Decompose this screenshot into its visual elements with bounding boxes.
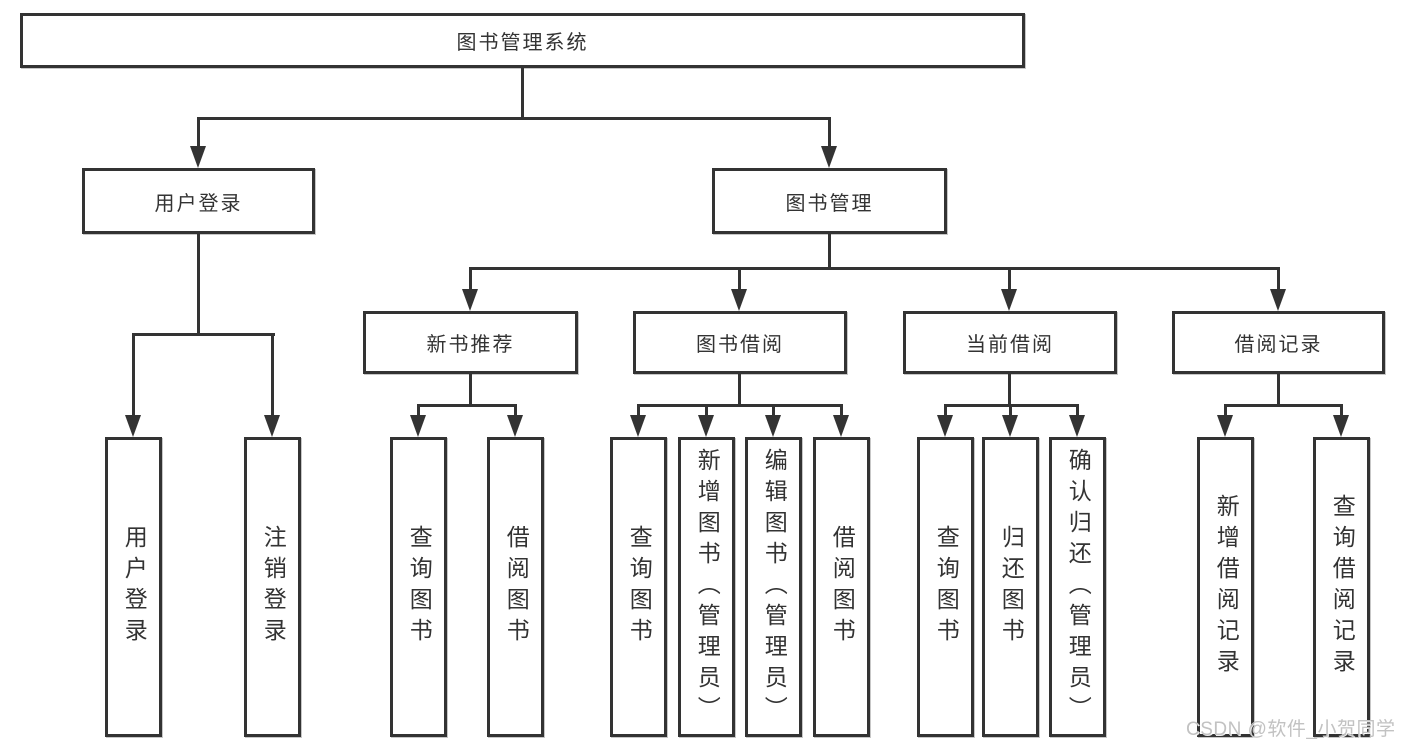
connector-line: [1224, 406, 1227, 415]
leaf-label: 新增借阅记录: [1213, 494, 1240, 680]
connector-line: [1076, 406, 1079, 415]
leaf-logout: 注销登录: [244, 437, 301, 737]
arrow-down-icon: [264, 415, 280, 437]
node-book-borrow: 图书借阅: [633, 311, 847, 374]
arrow-down-icon: [937, 415, 953, 437]
leaf-label: 借阅图书: [829, 525, 856, 649]
arrow-down-icon: [507, 415, 523, 437]
arrow-down-icon: [1217, 415, 1233, 437]
arrow-down-icon: [190, 146, 206, 168]
connector-line: [738, 269, 741, 289]
leaf-label: 用户登录: [121, 525, 148, 649]
connector-line: [1277, 269, 1280, 289]
connector-line: [417, 406, 420, 415]
node-label: 图书管理系统: [456, 32, 589, 54]
arrow-down-icon: [821, 146, 837, 168]
leaf-confirm-return-admin: 确认归还（管理员）: [1049, 437, 1106, 737]
leaf-label: 查询借阅记录: [1329, 494, 1356, 680]
connector-line: [944, 404, 1079, 407]
leaf-query-borrow-record: 查询借阅记录: [1313, 437, 1370, 737]
leaf-add-books-admin: 新增图书（管理员）: [678, 437, 735, 737]
connector-line: [637, 404, 843, 407]
connector-line: [514, 406, 517, 415]
arrow-down-icon: [410, 415, 426, 437]
arrow-down-icon: [462, 289, 478, 311]
connector-line: [1008, 269, 1011, 289]
node-label: 当前借阅: [966, 334, 1054, 356]
leaf-label: 注销登录: [260, 525, 287, 649]
leaf-borrow-books: 借阅图书: [813, 437, 870, 737]
connector-line: [1008, 374, 1011, 406]
connector-line: [1009, 406, 1012, 415]
connector-line: [637, 406, 640, 415]
connector-line: [705, 406, 708, 415]
node-label: 图书借阅: [696, 334, 784, 356]
node-library-system: 图书管理系统: [20, 13, 1025, 68]
connector-line: [738, 374, 741, 406]
leaf-query-books-borrow: 查询图书: [610, 437, 667, 737]
connector-line: [197, 234, 200, 335]
leaf-add-borrow-record: 新增借阅记录: [1197, 437, 1254, 737]
connector-line: [132, 333, 275, 336]
arrow-down-icon: [630, 415, 646, 437]
node-label: 借阅记录: [1234, 334, 1323, 356]
connector-line: [417, 404, 517, 407]
leaf-label: 查询图书: [626, 525, 653, 649]
arrow-down-icon: [698, 415, 714, 437]
arrow-down-icon: [833, 415, 849, 437]
arrow-down-icon: [125, 415, 141, 437]
connector-line: [197, 118, 200, 148]
watermark: CSDN @软件_小贺同学: [1186, 719, 1396, 740]
arrow-down-icon: [765, 415, 781, 437]
connector-line: [828, 234, 831, 269]
connector-line: [469, 267, 1280, 270]
arrow-down-icon: [1333, 415, 1349, 437]
connector-line: [521, 68, 524, 119]
node-label: 用户登录: [154, 192, 243, 215]
node-borrow-records: 借阅记录: [1172, 311, 1385, 374]
node-label: 图书管理: [785, 192, 874, 215]
node-book-management: 图书管理: [712, 168, 947, 234]
leaf-label: 借阅图书: [503, 525, 530, 649]
node-user-login: 用户登录: [82, 168, 315, 234]
connector-line: [271, 335, 274, 415]
leaf-label: 归还图书: [998, 525, 1025, 649]
leaf-label: 确认归还（管理员）: [1065, 447, 1092, 727]
connector-line: [1340, 406, 1343, 415]
leaf-label: 编辑图书（管理员）: [761, 447, 788, 727]
connector-line: [469, 269, 472, 289]
node-new-book-recommend: 新书推荐: [363, 311, 578, 374]
connector-line: [1224, 404, 1343, 407]
connector-line: [944, 406, 947, 415]
arrow-down-icon: [731, 289, 747, 311]
arrow-down-icon: [1069, 415, 1085, 437]
node-current-borrow: 当前借阅: [903, 311, 1117, 374]
leaf-label: 新增图书（管理员）: [694, 447, 721, 727]
leaf-user-login: 用户登录: [105, 437, 162, 737]
leaf-query-books-recommend: 查询图书: [390, 437, 447, 737]
leaf-borrow-books-recommend: 借阅图书: [487, 437, 544, 737]
leaf-query-books-current: 查询图书: [917, 437, 974, 737]
arrow-down-icon: [1001, 289, 1017, 311]
arrow-down-icon: [1002, 415, 1018, 437]
connector-line: [828, 118, 831, 148]
connector-line: [132, 335, 135, 415]
connector-line: [840, 406, 843, 415]
connector-line: [197, 117, 831, 120]
arrow-down-icon: [1270, 289, 1286, 311]
leaf-label: 查询图书: [933, 525, 960, 649]
leaf-return-books: 归还图书: [982, 437, 1039, 737]
node-label: 新书推荐: [426, 334, 515, 356]
leaf-label: 查询图书: [406, 525, 433, 649]
connector-line: [1277, 374, 1280, 406]
leaf-edit-books-admin: 编辑图书（管理员）: [745, 437, 802, 737]
connector-line: [772, 406, 775, 415]
connector-line: [469, 374, 472, 406]
